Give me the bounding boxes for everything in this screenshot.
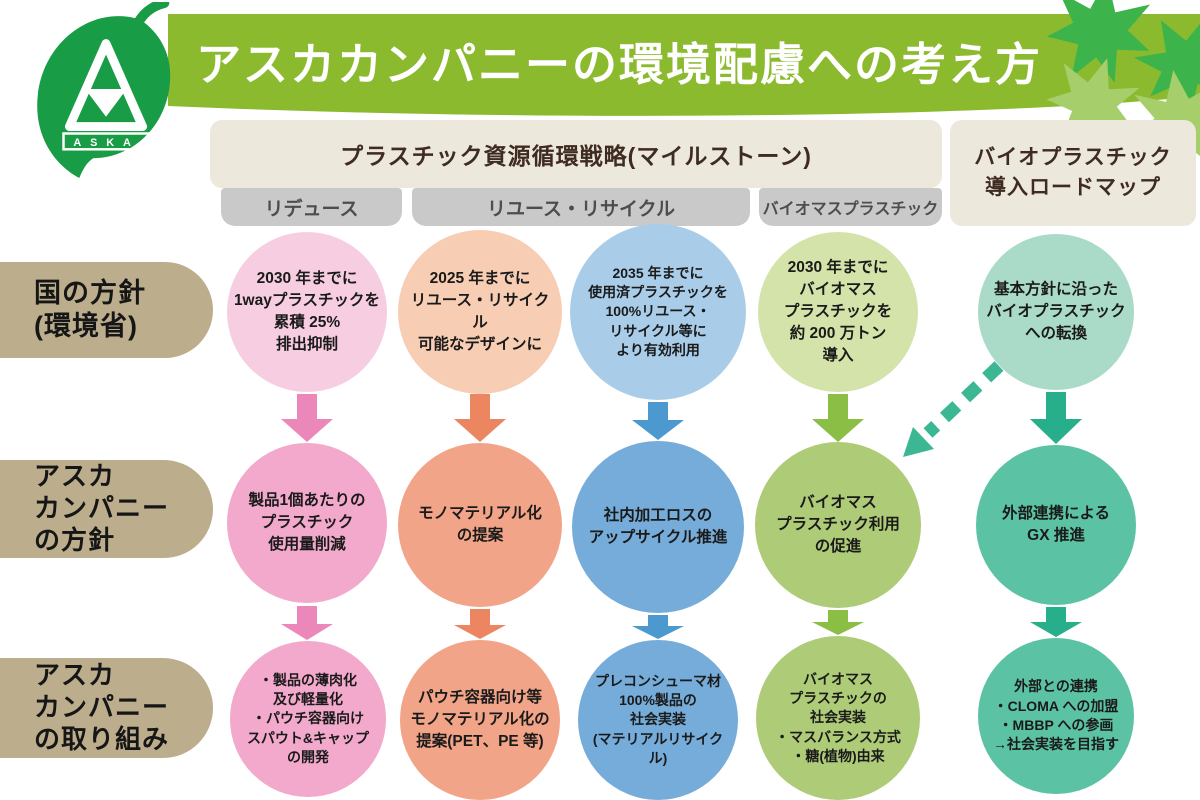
circle-national-biomass: 2030 年までに バイオマス プラスチックを 約 200 万トン 導入 bbox=[758, 232, 918, 392]
row-label-company-policy: アスカ カンパニー の方針 bbox=[0, 460, 213, 558]
circle-national-reuse: 2025 年までに リユース・リサイクル 可能なデザインに bbox=[398, 230, 562, 394]
circle-initiative-bioplastic: 外部との連携 ・CLOMA への加盟 ・MBBP への参画 →社会実装を目指す bbox=[978, 638, 1134, 794]
circle-national-reduce: 2030 年までに 1wayプラスチックを 累積 25% 排出抑制 bbox=[227, 232, 387, 392]
row-label-national-policy: 国の方針 (環境省) bbox=[0, 262, 213, 358]
row-label-company-initiatives: アスカ カンパニー の取り組み bbox=[0, 658, 213, 758]
circle-initiative-reduce: ・製品の薄肉化 及び軽量化 ・パウチ容器向け スパウト&キャップ の開発 bbox=[230, 641, 386, 797]
header-banner bbox=[168, 0, 1200, 167]
circle-policy-reduce: 製品1個あたりの プラスチック 使用量削減 bbox=[227, 443, 387, 603]
circle-initiative-upcycle: プレコンシューマ材 100%製品の 社会実装 (マテリアルリサイクル) bbox=[578, 640, 738, 800]
circle-policy-biomass: バイオマス プラスチック利用 の促進 bbox=[755, 442, 921, 608]
circle-policy-upcycle: 社内加工ロスの アップサイクル推進 bbox=[572, 441, 744, 613]
circle-initiative-biomass: バイオマス プラスチックの 社会実装 ・マスバランス方式 ・糖(植物)由来 bbox=[756, 636, 920, 800]
logo-triangle-outline bbox=[64, 39, 148, 132]
logo-inner-triangle bbox=[85, 89, 127, 117]
circle-national-bioplastic: 基本方針に沿った バイオプラスチック への転換 bbox=[978, 234, 1134, 390]
page-title: アスカカンパニーの環境配慮への考え方 bbox=[196, 39, 1043, 90]
banner-shape bbox=[168, 14, 1200, 116]
roadmap-panel-header: バイオプラスチック 導入ロードマップ bbox=[950, 120, 1196, 226]
decorative-leaf-icon bbox=[1046, 0, 1200, 112]
tab-reuse-recycle: リユース・リサイクル bbox=[412, 188, 750, 226]
logo-leaf-stem bbox=[133, 2, 170, 27]
logo-text-box bbox=[62, 132, 150, 151]
aska-leaf-logo: ASKA bbox=[37, 2, 171, 178]
tab-biomass-plastic: バイオマスプラスチック bbox=[759, 188, 942, 226]
circle-policy-bioplastic: 外部連携による GX 推進 bbox=[976, 445, 1136, 605]
dashed-arrow-icon bbox=[903, 361, 1004, 457]
logo-text: ASKA bbox=[73, 137, 139, 149]
strategy-panel-header: プラスチック資源循環戦略(マイルストーン) bbox=[210, 120, 942, 188]
circle-policy-reuse: モノマテリアル化 の提案 bbox=[398, 443, 562, 607]
tab-reduce: リデュース bbox=[221, 188, 402, 226]
circle-national-upcycle: 2035 年までに 使用済プラスチックを 100%リユース・ リサイクル等に よ… bbox=[570, 224, 746, 400]
circle-initiative-reuse: パウチ容器向け等 モノマテリアル化の 提案(PET、PE 等) bbox=[400, 640, 560, 800]
